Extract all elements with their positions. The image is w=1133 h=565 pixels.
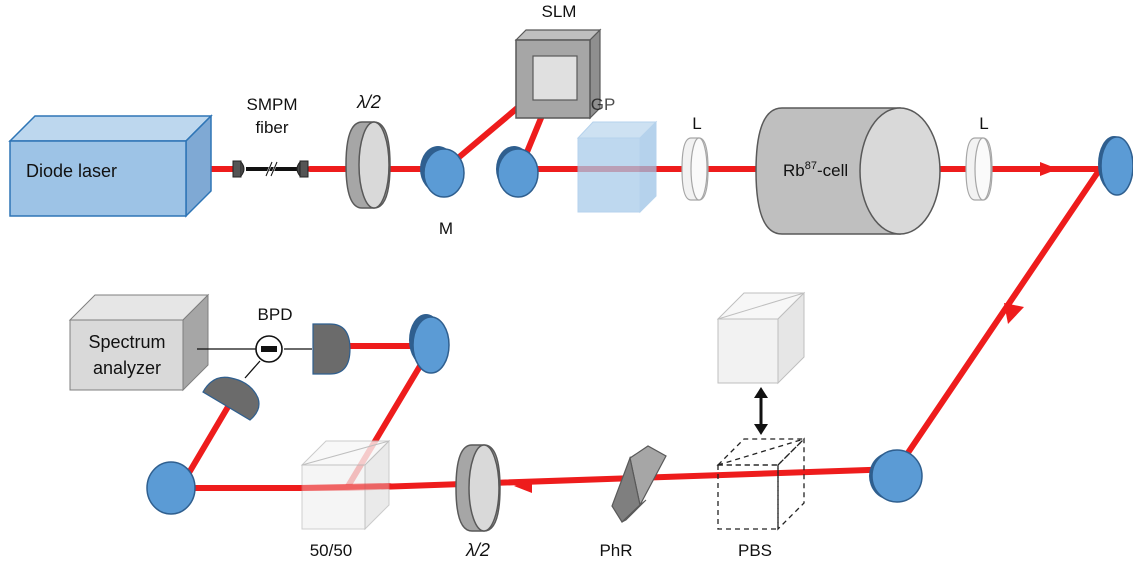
beam-arrows xyxy=(514,162,1058,493)
smpm-label-line1: SMPM xyxy=(247,95,298,114)
lens-2: L xyxy=(965,114,993,201)
beamsplitter-label: 50/50 xyxy=(310,541,353,560)
glan-prism: GP xyxy=(576,95,658,214)
rb-cell-label: Rb87-cell xyxy=(783,160,848,180)
pbs-toggle-arrow xyxy=(754,387,768,435)
lens-1-label: L xyxy=(692,114,701,133)
mirror-right-top xyxy=(1098,136,1133,196)
rb-cell: Rb87-cell xyxy=(755,107,941,235)
gp-label: GP xyxy=(591,95,616,114)
arrow-down-left xyxy=(1004,303,1024,324)
mirror-m: M xyxy=(420,146,465,238)
mirror-bpd-fold xyxy=(409,314,450,374)
diode-laser: Diode laser xyxy=(8,114,213,218)
beamsplitter-5050: 50/50 xyxy=(300,439,391,560)
bpd: BPD xyxy=(197,305,351,421)
diode-laser-label: Diode laser xyxy=(26,161,117,181)
spectrum-label-line1: Spectrum xyxy=(88,332,165,352)
bpd-label: BPD xyxy=(258,305,293,324)
pbs-cube-solid xyxy=(716,291,806,385)
pbs-label: PBS xyxy=(738,541,772,560)
phr-label: PhR xyxy=(599,541,632,560)
detector-left xyxy=(202,376,260,421)
halfwave-bottom-label: λ/2 xyxy=(465,540,490,560)
beam-through-cube xyxy=(297,483,393,491)
halfwave-top-label: λ/2 xyxy=(356,92,381,112)
rb-cell-prefix: Rb xyxy=(783,161,805,180)
beam-diagonal xyxy=(894,166,1103,472)
smpm-label-line2: fiber xyxy=(255,118,288,137)
pbs-cube-dashed: PBS xyxy=(716,437,806,560)
mirror-right-bottom xyxy=(869,449,923,503)
detector-right xyxy=(312,323,351,375)
spectrum-analyzer: Spectrum analyzer xyxy=(68,293,210,392)
rb-cell-suffix: -cell xyxy=(817,161,848,180)
halfwave-plate-top: λ/2 xyxy=(345,92,391,209)
mirror-m-label: M xyxy=(439,219,453,238)
lens-2-label: L xyxy=(979,114,988,133)
rb-cell-sup: 87 xyxy=(805,160,817,172)
halfwave-plate-bottom: λ/2 xyxy=(455,444,501,560)
arrow-left xyxy=(514,479,532,493)
mirror-left-bottom xyxy=(146,461,196,515)
mirror-slm-return xyxy=(496,146,539,198)
lens-1: L xyxy=(681,114,709,201)
smpm-fiber: SMPM fiber xyxy=(232,95,309,178)
slm-label: SLM xyxy=(542,2,577,21)
spectrum-label-line2: analyzer xyxy=(93,358,161,378)
arrow-right xyxy=(1040,162,1058,176)
slm: SLM xyxy=(514,2,602,120)
phr-rhomb: PhR xyxy=(599,445,667,560)
